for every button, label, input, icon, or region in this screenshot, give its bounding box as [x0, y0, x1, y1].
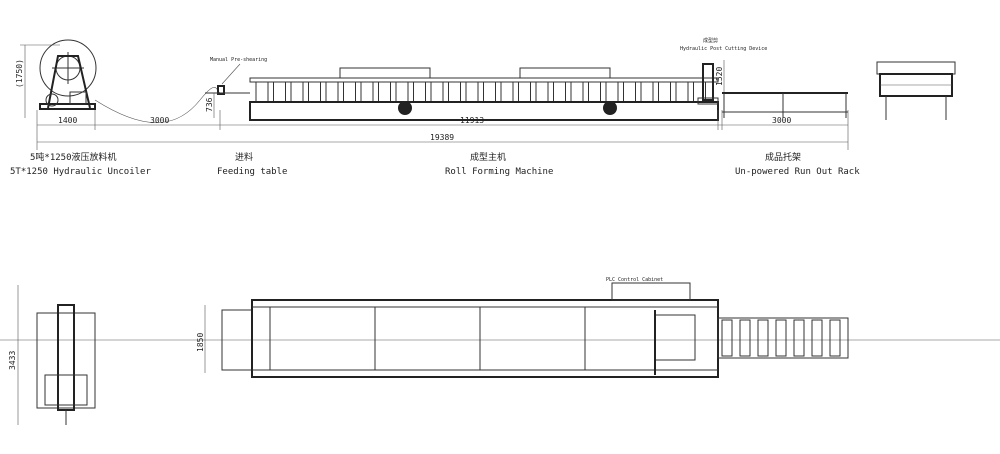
- roller-station: [273, 81, 286, 103]
- dim-label: 736: [205, 97, 214, 112]
- motor: [398, 101, 412, 115]
- post-cut-callout: Hydraulic Post Cutting Device: [680, 46, 767, 52]
- roller-station: [343, 81, 356, 103]
- captions: 5吨*1250液压放料机 5T*1250 Hydraulic Uncoiler …: [10, 151, 860, 177]
- plc-control-cabinet: PLC Control Cabinet: [606, 277, 691, 301]
- dim-label: 3433: [8, 351, 17, 370]
- roller-station: [675, 81, 689, 103]
- roller-station: [255, 81, 269, 103]
- caption-cn: 5吨*1250液压放料机: [30, 151, 117, 163]
- uncoiler-plan: [36, 304, 96, 425]
- caption-feeding: Feeding table: [217, 167, 287, 177]
- roller-station: [308, 81, 321, 103]
- roller-station: [605, 81, 619, 103]
- dim-label: 1400: [58, 116, 77, 125]
- cover: [519, 67, 611, 79]
- post-cut-callout-cn: 成型剪: [703, 37, 718, 44]
- dim-uncoiler-height: (1750): [15, 44, 60, 118]
- rack-roller: [757, 319, 769, 357]
- caption-run-out: Un-powered Run Out Rack: [735, 167, 860, 177]
- caption-roll-forming: Roll Forming Machine: [445, 167, 553, 177]
- rack-roller: [721, 319, 733, 357]
- roller-station: [658, 81, 671, 103]
- caption-uncoiler: 5T*1250 Hydraulic Uncoiler: [10, 167, 151, 177]
- motor: [603, 101, 617, 115]
- caption-cn: 成品托架: [765, 151, 801, 163]
- rack-roller: [829, 319, 841, 357]
- roller-station: [325, 81, 339, 103]
- roller-station: [553, 81, 566, 103]
- rack-roller: [775, 319, 787, 357]
- roller-station: [640, 81, 654, 103]
- rack-roller: [793, 319, 805, 357]
- roller-station: [500, 81, 514, 103]
- top-rail: [249, 77, 719, 83]
- dim-overall-width: 3433: [8, 285, 19, 425]
- roller-station: [413, 81, 426, 103]
- pre-shearing-callout: Manual Pre-shearing: [210, 57, 267, 63]
- dim-label: 19389: [430, 133, 454, 142]
- roller-station: [395, 81, 409, 103]
- caption-cn: 进料: [235, 151, 253, 163]
- rack-roller: [739, 319, 751, 357]
- dim-label: (1750): [15, 59, 24, 88]
- run-out-rack-elevation: [722, 92, 848, 118]
- cover: [339, 67, 431, 79]
- roller-station: [378, 81, 391, 103]
- roller-station: [535, 81, 549, 103]
- dim-label: 11913: [460, 116, 484, 125]
- roller-station: [623, 81, 636, 103]
- roller-station: [588, 81, 601, 103]
- uncoiler-elevation: [39, 39, 97, 110]
- caption-cn: 成型主机: [470, 151, 506, 163]
- elevation-dimensions: 1400 3000 11913 3000 19389: [36, 110, 849, 150]
- roller-station: [518, 81, 531, 103]
- roller-station: [448, 81, 461, 103]
- roller-station: [483, 81, 496, 103]
- rack-roller: [811, 319, 823, 357]
- roll-forming-machine-elevation: [249, 67, 719, 121]
- roller-station: [465, 81, 479, 103]
- dim-label: 3000: [772, 116, 791, 125]
- roll-forming-machine-plan: [251, 299, 719, 378]
- roller-station: [430, 81, 444, 103]
- roller-station: [360, 81, 374, 103]
- feeding-table-elevation: 736 Manual Pre-shearing: [205, 57, 267, 118]
- plc-callout: PLC Control Cabinet: [606, 277, 663, 283]
- feeding-table-plan: 1850: [196, 305, 253, 373]
- dim-label: 3000: [150, 116, 169, 125]
- roller-station: [290, 81, 304, 103]
- post-cutter-elevation: 1520 成型剪 Hydraulic Post Cutting Device: [680, 37, 767, 105]
- run-out-rack-plan: [717, 317, 849, 359]
- machine-side-view: [876, 61, 956, 120]
- dim-label: 1850: [196, 333, 205, 352]
- dim-label: 1520: [715, 67, 724, 86]
- rack-frame: [717, 317, 849, 359]
- roller-station: [570, 81, 584, 103]
